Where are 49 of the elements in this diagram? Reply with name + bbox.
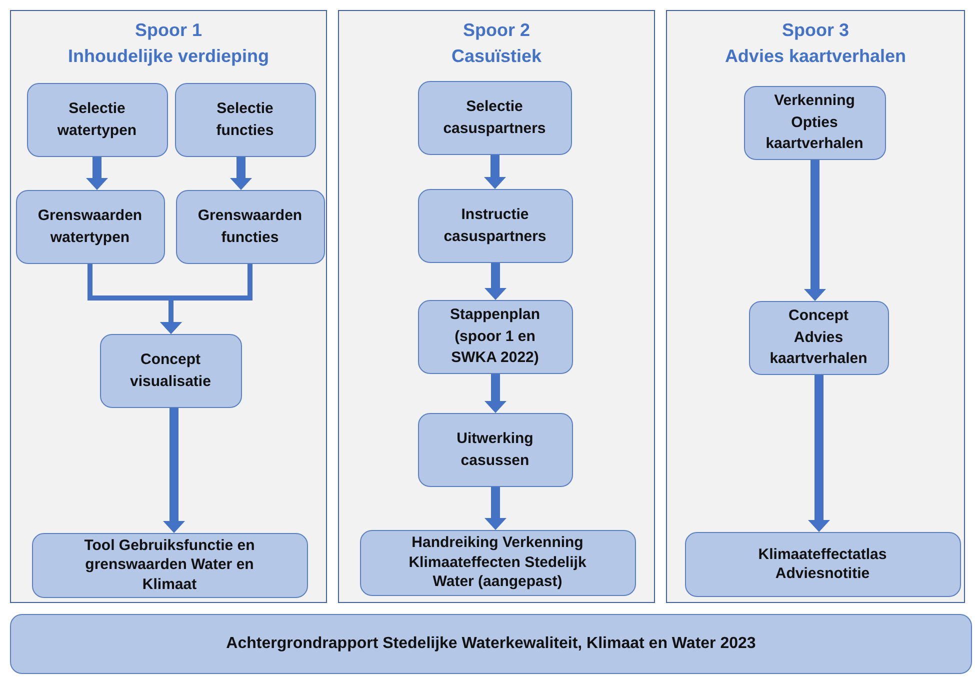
box-label: Grenswaarden watertypen: [36, 206, 144, 248]
arrow: [163, 408, 185, 533]
box-label: Stappenplan (spoor 1 en SWKA 2022): [448, 304, 541, 368]
process-box: [418, 412, 572, 486]
arrow: [484, 155, 506, 189]
arrow: [804, 160, 826, 301]
process-box: [744, 86, 886, 160]
arrow: [86, 157, 108, 190]
box-label: Selectie watertypen: [56, 98, 138, 140]
panel-heading: Inhoudelijke verdieping: [68, 45, 270, 68]
panel-heading: Casuïstiek: [451, 45, 542, 68]
process-box: [16, 190, 164, 264]
panel-heading: Spoor 3: [782, 19, 849, 42]
process-box: [684, 532, 960, 596]
box-label: Selectie functies: [215, 98, 275, 140]
process-box: [360, 530, 636, 596]
process-box: [418, 80, 572, 154]
process-box: [100, 334, 242, 408]
arrow: [484, 263, 506, 300]
track-panel: [10, 10, 327, 603]
panel-heading: Spoor 2: [462, 19, 530, 42]
process-box: [748, 300, 888, 374]
box-label: Grenswaarden functies: [196, 206, 304, 248]
box-label: Handreiking Verkenning Klimaateffecten Stedelijk Water (aangepast): [408, 533, 588, 592]
process-box: [26, 82, 168, 156]
box-label: Concept visualisatie: [129, 350, 212, 392]
process-box: [418, 188, 572, 262]
arrow: [160, 264, 252, 334]
box-label: Verkenning Opties kaartverhalen: [764, 90, 864, 154]
box-label: Concept Advies kaartverhalen: [768, 306, 868, 370]
box-label: Instructie casuspartners: [442, 204, 548, 246]
panel-heading: Advies kaartverhalen: [724, 45, 906, 68]
track-panel: [338, 10, 655, 603]
box-label: Selectie casuspartners: [442, 96, 547, 138]
box-label: Achtergrondrapport Stedelijke Waterkewaliteit, Klimaat en Water 2023: [225, 634, 757, 654]
box-label: Uitwerking casussen: [456, 428, 534, 470]
panel-heading: Spoor 1: [134, 19, 202, 42]
box-label: Tool Gebruiksfunctie en grenswaarden Water en Klimaat: [83, 536, 256, 594]
report-bar: [10, 614, 972, 674]
process-box: [176, 190, 324, 264]
arrow: [484, 487, 506, 530]
track-panel: [666, 10, 965, 603]
process-box: [32, 532, 308, 598]
process-box: [418, 300, 572, 374]
arrow: [484, 374, 506, 413]
arrow: [808, 375, 830, 532]
arrow: [230, 157, 252, 190]
process-box: [174, 82, 316, 156]
box-label: Klimaateffectatlas Adviesnotitie: [757, 544, 888, 584]
